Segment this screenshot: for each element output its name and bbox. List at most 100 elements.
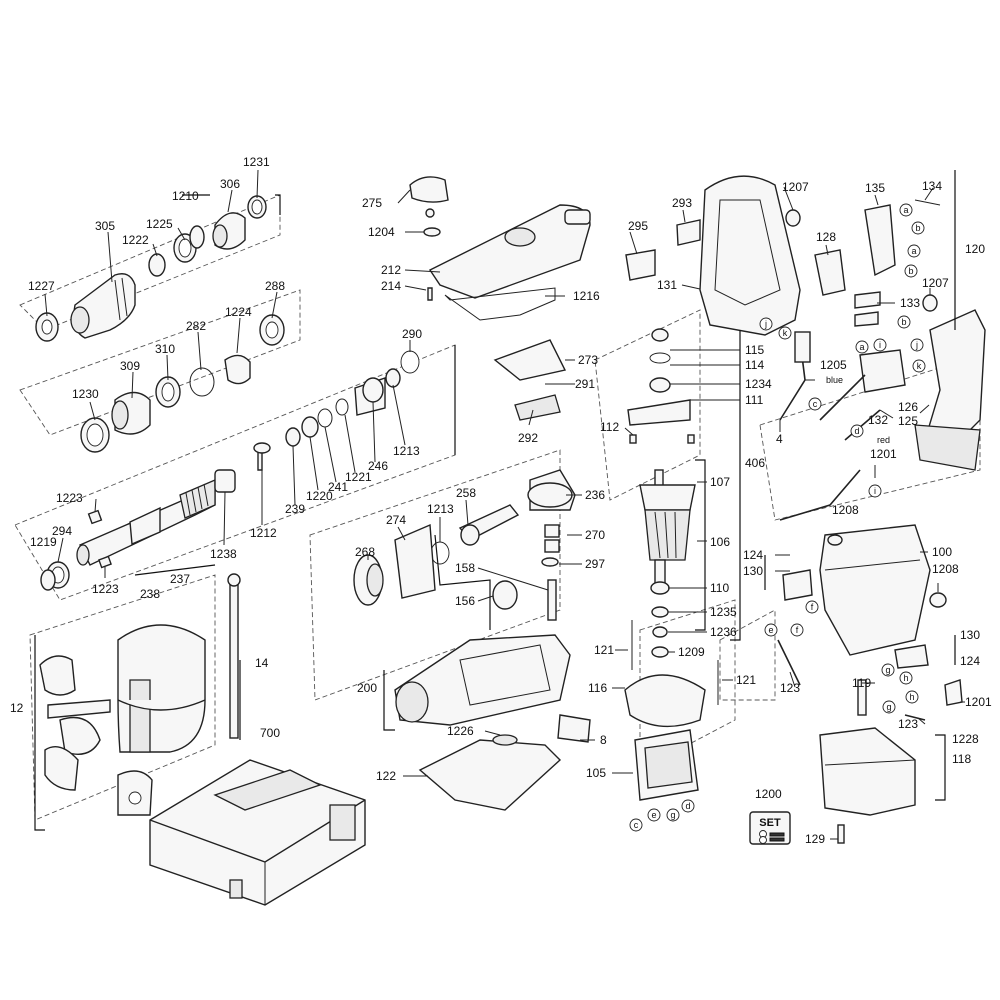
part-label-1235: 1235 (710, 605, 737, 619)
part-label-291: 291 (575, 377, 595, 391)
part-label-1210: 1210 (172, 189, 199, 203)
wire-letter-b: b (915, 223, 920, 233)
part-label-129: 129 (805, 832, 825, 846)
wire-letter-d: d (854, 426, 859, 436)
part-label-1213: 1213 (427, 502, 454, 516)
part-305-chuck-sleeve (70, 273, 136, 339)
part-label-105: 105 (586, 766, 606, 780)
part-label-1223: 1223 (92, 582, 119, 596)
part-label-134: 134 (922, 179, 942, 193)
part-label-125: 125 (898, 414, 918, 428)
wire-letter-a: a (859, 342, 864, 352)
part-label-310: 310 (155, 342, 175, 356)
part-label-293: 293 (672, 196, 692, 210)
wire-letter-c: c (634, 820, 639, 830)
part-label-130: 130 (960, 628, 980, 642)
part-label-14: 14 (255, 656, 269, 670)
part-label-106: 106 (710, 535, 730, 549)
part-label-288: 288 (265, 279, 285, 293)
part-label-1207: 1207 (922, 276, 949, 290)
part-label-309: 309 (120, 359, 140, 373)
wire-letter-b: b (901, 317, 906, 327)
grouping-brackets (34, 170, 956, 831)
part-label-1236: 1236 (710, 625, 737, 639)
motor-housing-assembly (777, 469, 963, 844)
wire-letter-j: j (915, 340, 918, 350)
part-label-1209: 1209 (678, 645, 705, 659)
leader-lines (44, 169, 965, 840)
part-label-124: 124 (960, 654, 980, 668)
part-label-1212: 1212 (250, 526, 277, 540)
part-label-246: 246 (368, 459, 388, 473)
wire-letter-k: k (917, 361, 922, 371)
part-label-123: 123 (898, 717, 918, 731)
part-label-1205: 1205 (820, 358, 847, 372)
part-label-297: 297 (585, 557, 605, 571)
part-label-1213: 1213 (393, 444, 420, 458)
spindle-assembly (40, 350, 420, 591)
part-label-212: 212 (381, 263, 401, 277)
kit-set-icon (759, 830, 767, 844)
part-label-121: 121 (594, 643, 614, 657)
part-label-406: 406 (745, 456, 765, 470)
side-handle-assembly (39, 573, 241, 816)
part-label-237: 237 (170, 572, 190, 586)
chuck-assembly (35, 195, 285, 453)
part-label-1234: 1234 (745, 377, 772, 391)
part-label-116: 116 (588, 681, 607, 695)
part-label-126: 126 (898, 400, 918, 414)
part-label-238: 238 (140, 587, 160, 601)
wire-letter-i: i (874, 486, 876, 496)
part-label-258: 258 (456, 486, 476, 500)
part-label-8: 8 (600, 733, 607, 747)
wire-letter-h: h (903, 673, 908, 683)
part-label-112: 112 (600, 420, 619, 434)
part-label-282: 282 (186, 319, 206, 333)
wire-letter-a: a (911, 246, 916, 256)
part-label-700: 700 (260, 726, 280, 740)
wire-letter-e: e (651, 810, 656, 820)
part-label-123: 123 (780, 681, 800, 695)
part-label-119: 119 (852, 676, 871, 690)
part-label-236: 236 (585, 488, 605, 502)
part-label-1231: 1231 (243, 155, 270, 169)
part-label-1208: 1208 (932, 562, 959, 576)
wire-letter-markers: a b a b j k a i b j k c d i e f f g h g … (629, 203, 926, 832)
wire-letter-b: b (908, 266, 913, 276)
wrench-icon (769, 832, 785, 842)
part-label-1201: 1201 (965, 695, 992, 709)
set-label: SET (759, 817, 781, 829)
part-label-135: 135 (865, 181, 885, 195)
rear-handle-assembly (625, 175, 986, 471)
part-label-275: 275 (362, 196, 382, 210)
part-label-1201: 1201 (870, 447, 897, 461)
part-label-214: 214 (381, 279, 401, 293)
wire-letter-a: a (903, 205, 908, 215)
wire-letter-g: g (886, 702, 891, 712)
wire-letter-e: e (768, 625, 773, 635)
part-label-1220: 1220 (306, 489, 333, 503)
part-700-carry-case (149, 759, 366, 906)
part-label-1228: 1228 (952, 732, 979, 746)
part-label-270: 270 (585, 528, 605, 542)
wire-letter-f: f (811, 602, 814, 612)
part-label-107: 107 (710, 475, 730, 489)
part-label-124: 124 (743, 548, 763, 562)
part-label-156: 156 (455, 594, 475, 608)
part-label-1226: 1226 (447, 724, 474, 738)
part-label-114: 114 (745, 358, 764, 372)
wire-color-blue: blue (826, 375, 843, 385)
part-label-290: 290 (402, 327, 422, 341)
wire-letter-j: j (764, 319, 767, 329)
part-label-294: 294 (52, 524, 72, 538)
part-label-1207: 1207 (782, 180, 809, 194)
wire-letter-c: c (813, 399, 818, 409)
wire-color-red: red (877, 435, 890, 445)
part-label-111: 111 (745, 393, 764, 407)
part-number-labels: 1231 306 1210 305 1225 1222 1227 288 122… (10, 155, 992, 846)
part-label-12: 12 (10, 701, 24, 715)
part-label-130: 130 (743, 564, 763, 578)
part-label-100: 100 (932, 545, 952, 559)
wire-letter-g: g (670, 810, 675, 820)
